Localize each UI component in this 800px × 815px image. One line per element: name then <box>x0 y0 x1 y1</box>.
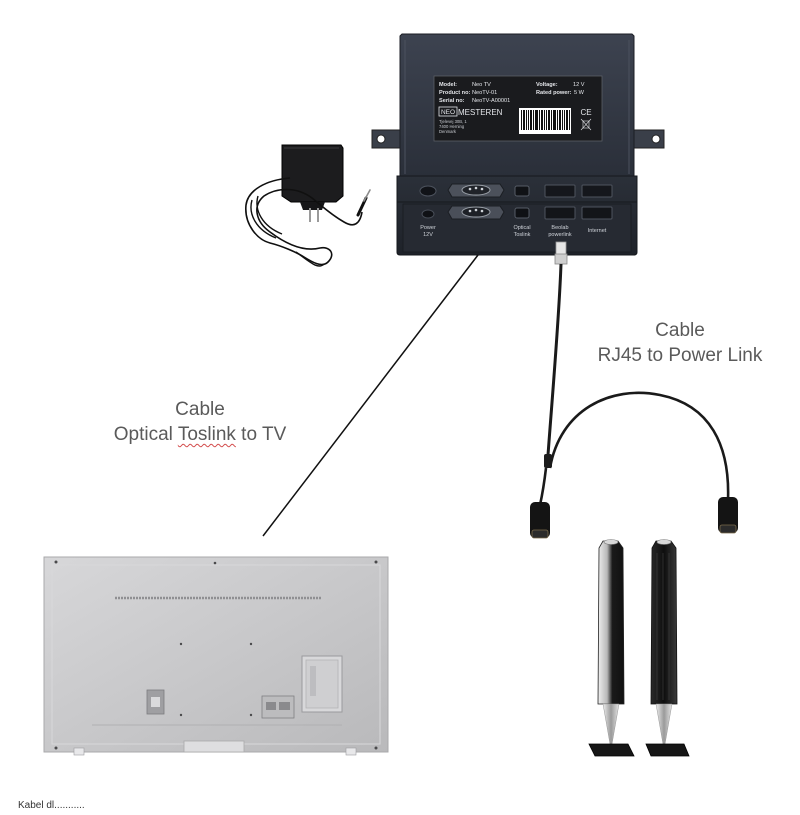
port-label-beolab-1: Beolab <box>551 225 568 231</box>
beolab-powerlink-port <box>544 206 576 220</box>
label-power-value: 5 W <box>574 90 585 96</box>
port-label-beolab-2: powerlink <box>548 232 571 238</box>
xlr-connector-lower <box>447 205 505 220</box>
rj45-port-upper-2 <box>581 184 613 198</box>
brand-logo-box-text: NEO <box>441 109 455 116</box>
label-serial-key: Serial no: <box>439 98 465 104</box>
label-voltage-key: Voltage: <box>536 82 558 88</box>
caption-rj45-line1: Cable <box>655 320 705 341</box>
adapter-cable <box>245 177 363 266</box>
power-adapter <box>245 144 371 267</box>
port-label-power-2: 12V <box>423 232 433 238</box>
power-jack <box>421 209 435 219</box>
label-address-1: Tjelevej 30B, 1 <box>439 119 467 124</box>
tv-foot-right <box>345 747 357 756</box>
power-jack-upper <box>419 185 437 197</box>
internet-port <box>581 206 613 220</box>
weee-bin-icon <box>580 118 592 131</box>
powerlink-plug-right <box>718 497 738 534</box>
spellcheck-underlined-word: Toslink <box>177 424 236 445</box>
cropped-footer-text: Kabel dl........... <box>18 800 85 811</box>
speaker-right-base <box>645 743 690 757</box>
powerlink-plug-left <box>530 502 550 539</box>
optical-toslink-port <box>514 207 530 219</box>
label-model-value: Neo TV <box>472 82 491 88</box>
brand-logo: NEO MESTEREN <box>438 106 503 117</box>
rj45-port-upper-1 <box>544 184 576 198</box>
speaker-left <box>588 539 635 757</box>
port-label-internet: Internet <box>588 228 607 234</box>
optical-port-upper <box>514 185 530 197</box>
label-power-key: Rated power: <box>536 90 572 96</box>
label-address-2: 7400 Herning <box>439 124 465 129</box>
caption-optical-line1: Cable <box>175 399 225 420</box>
plug-pin-right <box>317 208 319 222</box>
port-label-optical-2: Toslink <box>514 232 531 238</box>
caption-optical-cable: Cable Optical Toslink to TV <box>80 397 320 447</box>
rj45-powerlink-cable <box>530 241 738 539</box>
neo-tv-box: Power 12V Optical Toslink Beolab powerli… <box>371 33 665 256</box>
plug-pin-left <box>309 208 311 222</box>
label-serial-value: NeoTV-A00001 <box>472 98 510 104</box>
label-product-value: NeoTV-01 <box>472 90 497 96</box>
barcode <box>519 108 571 134</box>
brand-logo-text: MESTEREN <box>458 108 503 117</box>
product-label: Model: Neo TV Product no: NeoTV-01 Seria… <box>433 75 603 142</box>
tv-foot-left <box>73 747 85 756</box>
television-rear <box>43 556 389 756</box>
port-label-power-1: Power <box>420 225 436 231</box>
caption-rj45-cable: Cable RJ45 to Power Link <box>570 318 790 368</box>
speaker-right <box>645 539 690 757</box>
tv-port-block <box>261 695 295 719</box>
label-address-3: Denmark <box>439 129 457 134</box>
port-label-optical-1: Optical <box>513 225 530 231</box>
caption-rj45-line2: RJ45 to Power Link <box>597 345 763 366</box>
label-product-key: Product no: <box>439 90 471 96</box>
label-model-key: Model: <box>439 82 457 88</box>
ce-mark: CE <box>580 108 591 117</box>
optical-toslink-cable <box>262 254 479 537</box>
caption-optical-line2: Optical Toslink to TV <box>113 424 287 445</box>
xlr-connector-upper <box>447 183 505 198</box>
label-voltage-value: 12 V <box>573 82 585 88</box>
mounting-bracket-right <box>627 129 665 149</box>
speaker-left-base <box>588 743 635 757</box>
